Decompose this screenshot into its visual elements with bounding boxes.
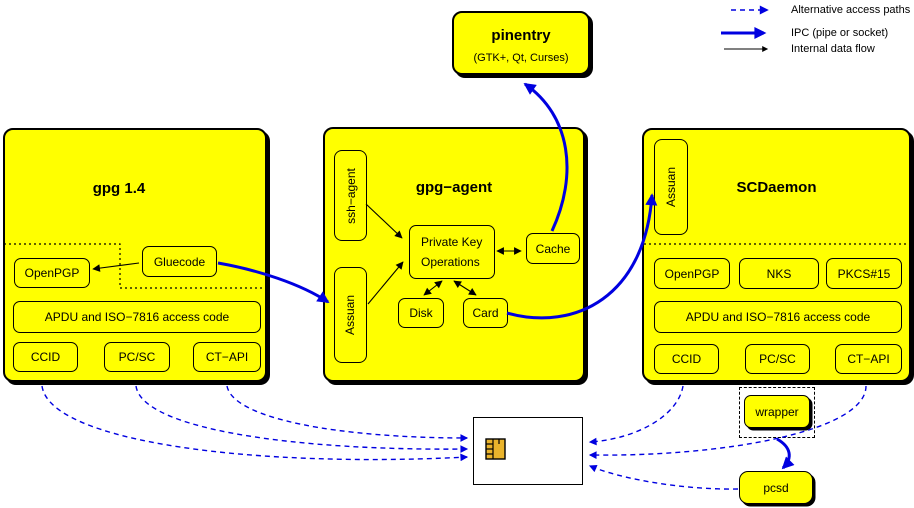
node-label: CCID	[671, 352, 702, 366]
node-label: Gluecode	[153, 254, 206, 269]
scdaemon-assuan-node: Assuan	[654, 139, 688, 235]
gpg14-openpgp-node: OpenPGP	[14, 258, 90, 288]
scdaemon-title: SCDaemon	[736, 179, 817, 196]
scdaemon-pcsc-node: PC/SC	[745, 344, 810, 374]
gpg14-ctapi-node: CT−API	[193, 342, 261, 372]
pcsd-node: pcsd	[739, 471, 813, 504]
node-label: ssh−agent	[343, 167, 358, 224]
private-key-operations-node: Private Key Operations	[409, 225, 495, 279]
scdaemon-apdu-node: APDU and ISO−7816 access code	[654, 301, 902, 333]
legend-item-ipc: IPC (pipe or socket)	[705, 26, 888, 40]
alt-scdaemon-ctapi-to-card	[588, 385, 867, 459]
gpg-agent-title: gpg−agent	[415, 179, 493, 196]
node-label: OpenPGP	[664, 266, 720, 281]
ipc-wrapper-to-pcsd	[776, 437, 795, 470]
scdaemon-ccid-node: CCID	[654, 344, 719, 374]
node-label: CCID	[30, 350, 61, 364]
gpg14-pcsc-node: PC/SC	[104, 342, 170, 372]
disk-node: Disk	[398, 298, 444, 328]
smartcard-chip-icon	[485, 438, 506, 460]
node-label: Assuan	[664, 166, 678, 208]
node-label: APDU and ISO−7816 access code	[44, 310, 230, 324]
scdaemon-pkcs15-node: PKCS#15	[826, 258, 902, 289]
wrapper-node: wrapper	[744, 395, 810, 428]
legend-item-alternative-access: Alternative access paths	[705, 3, 910, 17]
legend-label: Internal data flow	[791, 43, 875, 55]
alt-pcsd-to-card	[588, 465, 739, 490]
node-label: Operations	[421, 255, 480, 269]
thick-blue-arrow-icon	[721, 27, 767, 39]
gpg14-gluecode-node: Gluecode	[142, 246, 217, 277]
node-label: pcsd	[763, 480, 789, 495]
legend-item-internal-flow: Internal data flow	[705, 42, 875, 56]
scdaemon-ctapi-node: CT−API	[835, 344, 902, 374]
pinentry-subtitle: (GTK+, Qt, Curses)	[473, 52, 569, 64]
scdaemon-openpgp-node: OpenPGP	[654, 258, 730, 289]
gpg14-apdu-node: APDU and ISO−7816 access code	[13, 301, 261, 333]
alt-gpg14-ctapi-to-card	[226, 385, 469, 442]
node-label: PKCS#15	[837, 266, 891, 281]
gpg-agent-ssh-agent-node: ssh−agent	[334, 150, 367, 241]
node-label: PC/SC	[759, 352, 796, 366]
scdaemon-box: SCDaemon Assuan OpenPGP NKS PKCS#15 APDU…	[642, 128, 911, 382]
smartcard	[473, 417, 583, 485]
node-label: Assuan	[343, 294, 358, 336]
node-label: Private Key	[421, 235, 483, 249]
cache-node: Cache	[526, 233, 580, 264]
alt-gpg14-pcsc-to-card	[135, 385, 469, 453]
node-label: OpenPGP	[24, 266, 80, 280]
node-label: CT−API	[205, 350, 249, 364]
pinentry-box: pinentry (GTK+, Qt, Curses)	[452, 11, 590, 75]
card-node: Card	[463, 298, 508, 328]
scdaemon-nks-node: NKS	[739, 258, 819, 289]
alt-gpg14-ccid-to-card	[41, 385, 469, 462]
legend-label: Alternative access paths	[791, 4, 911, 16]
node-label: PC/SC	[118, 350, 156, 364]
node-label: wrapper	[755, 404, 799, 419]
alt-scdaemon-ccid-to-card	[588, 385, 684, 446]
node-label: CT−API	[847, 352, 890, 366]
node-label: NKS	[766, 266, 792, 281]
node-label: Disk	[409, 306, 433, 320]
node-label: Card	[472, 306, 499, 320]
gpg-agent-box: gpg−agent ssh−agent Assuan Private Key O…	[323, 127, 585, 382]
gpg14-ccid-node: CCID	[13, 342, 78, 372]
gpg-agent-assuan-node: Assuan	[334, 267, 367, 363]
black-arrow-icon	[724, 46, 769, 52]
gpg14-box: gpg 1.4 OpenPGP Gluecode APDU and ISO−78…	[3, 128, 267, 382]
pinentry-title: pinentry	[491, 27, 551, 44]
node-label: Cache	[535, 241, 571, 256]
node-label: APDU and ISO−7816 access code	[685, 310, 871, 324]
gpg14-title: gpg 1.4	[92, 180, 146, 197]
legend-label: IPC (pipe or socket)	[791, 27, 889, 39]
dashed-arrow-icon	[731, 5, 769, 15]
